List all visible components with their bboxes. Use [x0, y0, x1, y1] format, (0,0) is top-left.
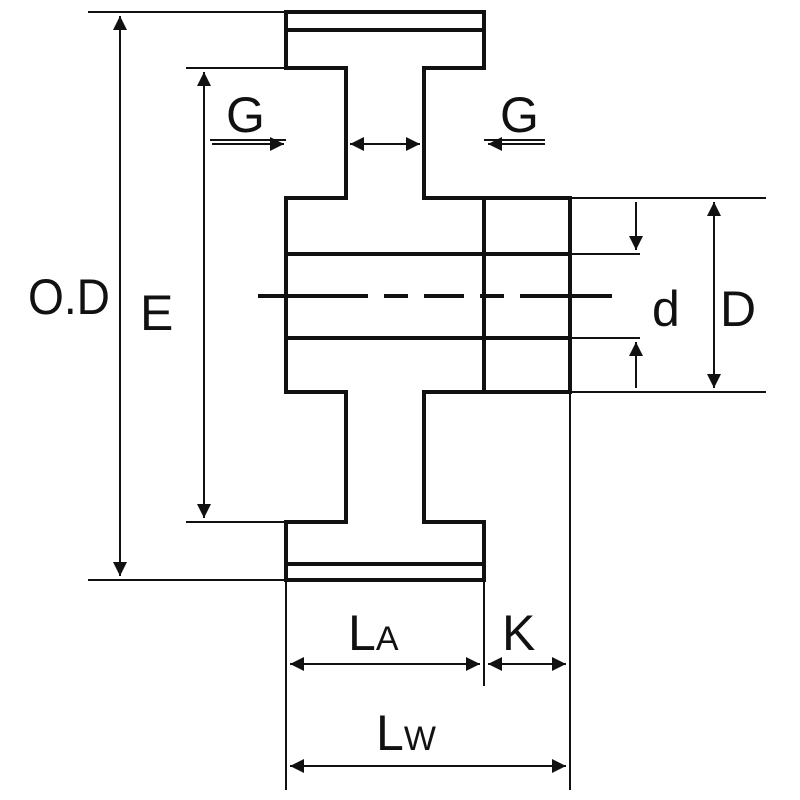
od-label: O.D	[28, 269, 110, 325]
bore-d-label: d	[652, 281, 680, 337]
e-label: E	[140, 285, 173, 341]
lw-main: L	[376, 705, 404, 761]
hub-d-label: D	[720, 281, 756, 337]
g-right-label: G	[500, 87, 539, 143]
dimension-lines	[113, 15, 721, 773]
la-subscript: A	[376, 620, 399, 658]
k-label: K	[502, 605, 535, 661]
lw-label: LW	[376, 705, 436, 761]
la-label: LA	[348, 605, 399, 661]
extension-lines	[88, 11, 766, 790]
lw-subscript: W	[404, 720, 436, 758]
la-main: L	[348, 605, 376, 661]
g-left-label: G	[226, 87, 265, 143]
